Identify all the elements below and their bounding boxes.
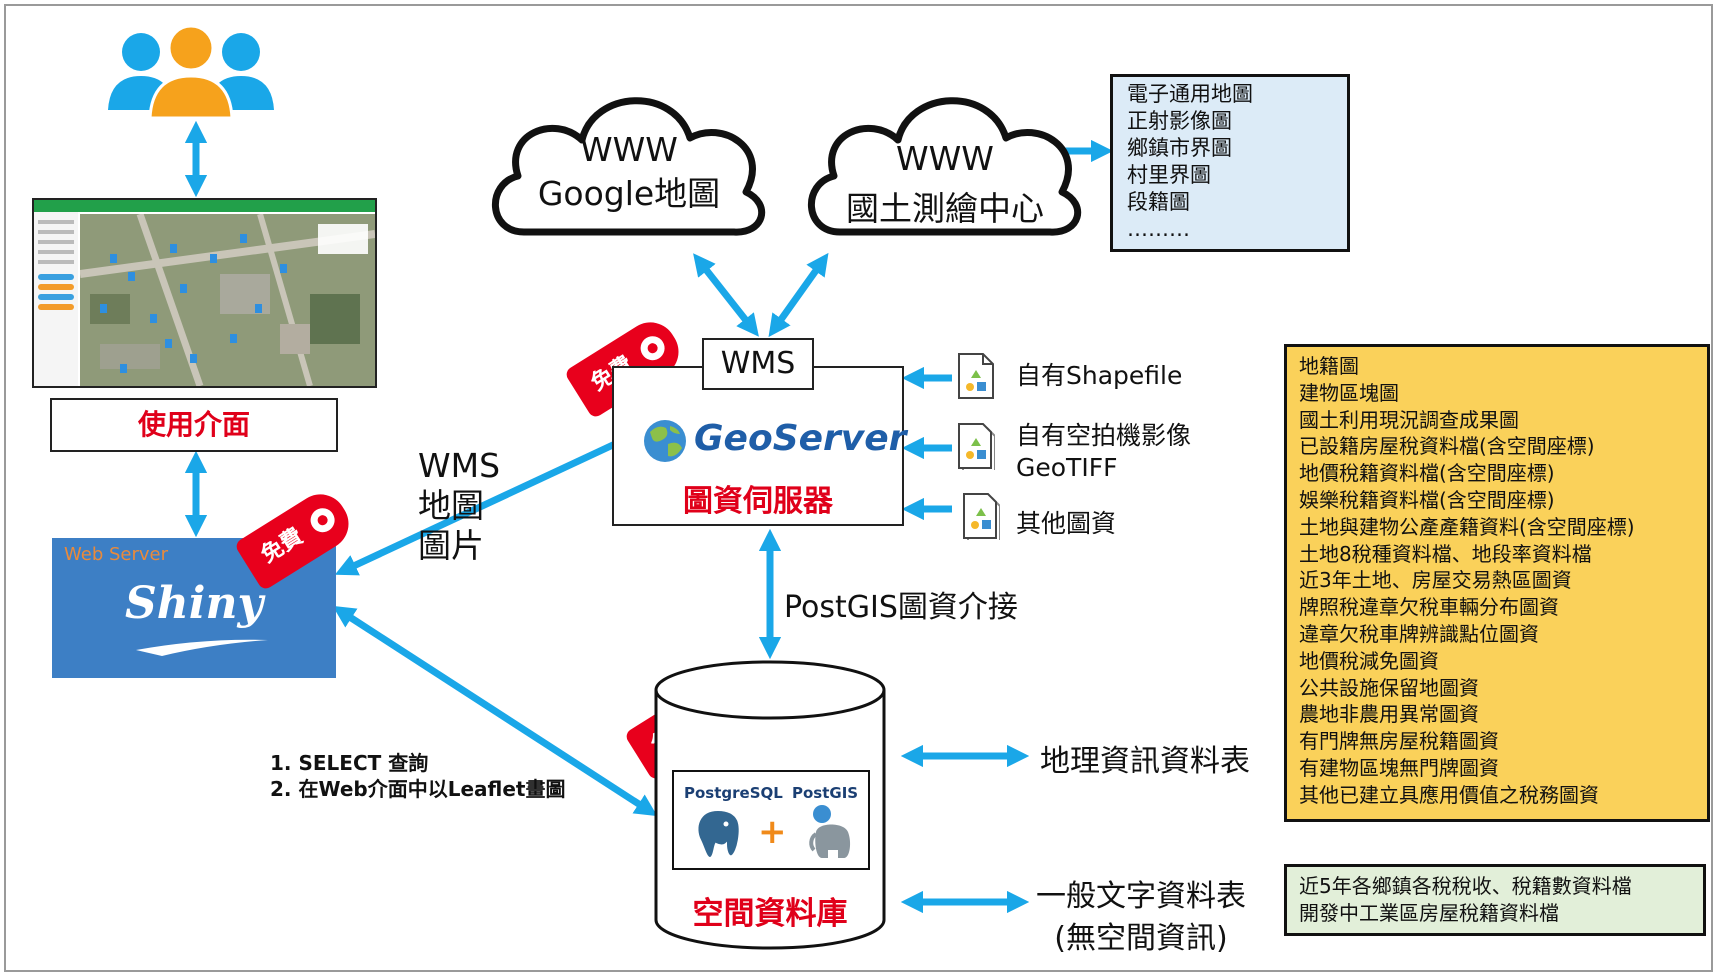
wms-map-line2: 地圖 [418,486,484,525]
list-item: 地價稅籍資料檔(含空間座標) [1299,461,1555,486]
list-item: 已設籍房屋稅資料檔(含空間座標) [1299,434,1595,459]
google-cloud-www: WWW [580,130,678,169]
wms-map-line1: WMS [418,446,501,485]
other-data-label: 其他圖資 [1016,509,1117,538]
geoserver-label: 圖資伺服器 [683,484,833,519]
app-screenshot [32,198,377,388]
diagram-frame [4,4,1713,972]
google-cloud-icon [491,97,766,236]
geoserver-box: GeoServer 圖資伺服器 [612,366,907,526]
google-cloud-label: WWW Google地圖 [484,128,774,216]
shapefile-label: 自有Shapefile [1016,361,1183,390]
list-item: 其他已建立具應用價值之稅務圖資 [1299,782,1599,807]
nlsc-layer-list: 電子通用地圖 正射影像圖 鄉鎮市界圖 村里界圖 段籍圖 ……… [1110,74,1350,252]
users-icon [108,24,274,120]
database-engine-box: PostgreSQL PostGIS + [672,770,870,870]
geotiff-file-icon [958,423,995,470]
list-item: 土地8稅種資料檔、地段率資料檔 [1299,541,1592,566]
plus-icon: + [758,812,787,852]
query-step-2: 2. 在Web介面中以Leaflet畫圖 [270,777,566,801]
text-table-line1: 一般文字資料表 [1036,879,1246,914]
wms-map-line3: 圖片 [418,526,484,565]
list-item: 村里界圖 [1127,163,1211,187]
wms-map-image-label: WMS 地圖 圖片 [418,446,500,566]
shiny-swoosh-icon [136,639,268,656]
list-item: 地價稅減免圖資 [1299,648,1439,673]
text-table-list: 近5年各鄉鎮各稅稅收、稅籍數資料檔 開發中工業區房屋稅籍資料檔 [1284,864,1706,936]
list-item: 建物區塊圖 [1299,380,1399,405]
query-steps: 1. SELECT 查詢 2. 在Web介面中以Leaflet畫圖 [270,750,565,802]
list-item: 開發中工業區房屋稅籍資料檔 [1299,901,1559,925]
arrow-google-wms [693,253,759,337]
arrow-shiny-db [332,605,658,817]
list-item: 農地非農用異常圖資 [1299,702,1479,727]
nlsc-cloud-name: 國土測繪中心 [846,189,1044,228]
text-table-line2: (無空間資訊) [1054,921,1228,956]
app-screenshot-sidebar [34,212,78,386]
list-item: 土地與建物公產產籍資料(含空間座標) [1299,514,1635,539]
list-item: 娛樂稅籍資料檔(含空間座標) [1299,487,1555,512]
list-item: 地籍圖 [1299,354,1359,378]
query-step-1: 1. SELECT 查詢 [270,751,429,775]
postgresql-label: PostgreSQL [684,784,783,802]
list-item: 段籍圖 [1127,190,1190,214]
other-data-file-icon [963,493,1000,540]
list-item: 牌照稅違章欠稅車輛分布圖資 [1299,595,1559,620]
app-screenshot-titlebar [34,200,375,212]
geoserver-logo: GeoServer [694,418,907,459]
list-item: ……… [1127,217,1190,241]
drone-imagery-label: 自有空拍機影像 GeoTIFF [1016,420,1191,484]
arrow-nlsc-wms [768,252,829,338]
postgis-label: PostGIS [792,784,859,802]
list-item: 違章欠稅車牌辨識點位圖資 [1299,621,1539,646]
list-item: 公共設施保留地圖資 [1299,675,1479,700]
list-item: 近5年各鄉鎮各稅稅收、稅籍數資料檔 [1299,874,1632,898]
shapefile-file-icon [958,353,994,399]
shiny-logo: Shiny [124,578,264,629]
list-item: 電子通用地圖 [1127,82,1253,106]
user-interface-label: 使用介面 [50,398,338,452]
nlsc-cloud-label: WWW 國土測繪中心 [800,134,1090,234]
web-server-caption: Web Server [64,544,168,565]
nlsc-cloud-icon [807,97,1082,236]
google-cloud-name: Google地圖 [537,174,721,213]
drone-imagery-line1: 自有空拍機影像 [1016,421,1192,450]
postgis-link-label: PostGIS圖資介接 [784,590,1018,625]
globe-icon [644,420,686,462]
aerial-map-image [80,214,375,386]
text-table-label: 一般文字資料表 (無空間資訊) [1036,876,1246,960]
wms-box: WMS [702,338,814,390]
drone-imagery-line2: GeoTIFF [1016,453,1118,482]
arrow-geoserver-shiny [334,440,617,576]
postgis-elephant-icon [809,805,851,858]
list-item: 有門牌無房屋稅籍圖資 [1299,729,1499,754]
postgresql-elephant-icon [696,808,741,860]
list-item: 鄉鎮市界圖 [1127,136,1232,160]
geo-table-list: 地籍圖 建物區塊圖 國土利用現況調查成果圖 已設籍房屋稅資料檔(含空間座標) 地… [1284,344,1710,822]
list-item: 有建物區塊無門牌圖資 [1299,755,1499,780]
list-item: 國土利用現況調查成果圖 [1299,407,1519,432]
geo-table-label: 地理資訊資料表 [1040,744,1250,779]
nlsc-cloud-www: WWW [896,139,994,178]
list-item: 正射影像圖 [1127,109,1232,133]
list-item: 近3年土地、房屋交易熱區圖資 [1299,568,1572,593]
database-label: 空間資料庫 [692,896,848,932]
